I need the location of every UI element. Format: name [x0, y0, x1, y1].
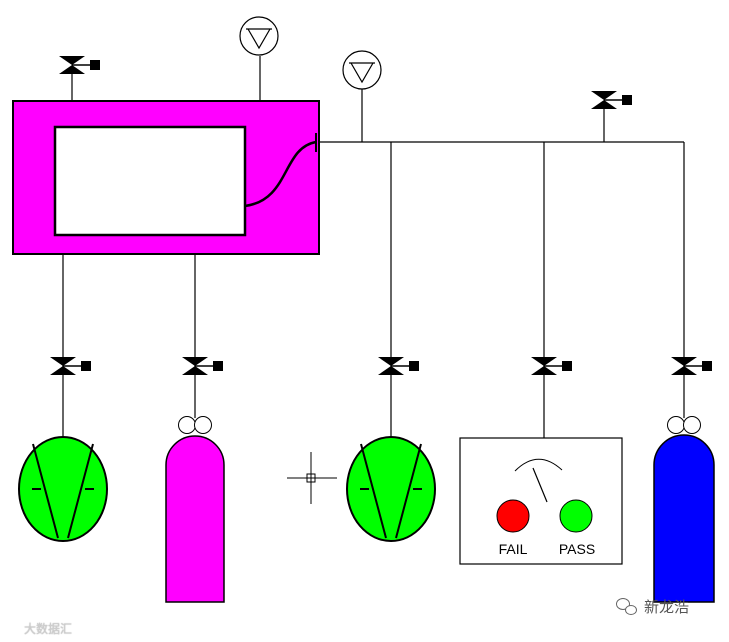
- valve-indicator[interactable]: [530, 356, 573, 376]
- watermark-right: 新龙浩: [616, 596, 689, 617]
- valve-vent[interactable]: [590, 90, 633, 110]
- watermark-right-text: 新龙浩: [644, 598, 690, 616]
- watermark-left-text: 大数据汇: [24, 622, 73, 636]
- valve-chamber-top[interactable]: [58, 55, 101, 75]
- valve-pump-left[interactable]: [49, 356, 92, 376]
- pressure-gauge-chamber: [239, 16, 279, 56]
- gas-cylinder-blue: [653, 416, 715, 603]
- fail-label: FAIL: [499, 541, 528, 557]
- sensor-hose: [244, 140, 317, 208]
- pass-lamp: [559, 499, 593, 533]
- vacuum-pump-right: [346, 436, 436, 542]
- wechat-icon: [616, 597, 638, 616]
- watermark-left: 大数据汇: [24, 620, 72, 637]
- valve-cylinder-magenta[interactable]: [181, 356, 224, 376]
- leak-test-indicator: FAIL PASS: [459, 437, 623, 565]
- pressure-gauge-manifold: [342, 50, 382, 90]
- vacuum-chamber: [12, 100, 320, 255]
- valve-pump-right[interactable]: [377, 356, 420, 376]
- vacuum-pump-left: [18, 436, 108, 542]
- test-part-window: [53, 125, 247, 237]
- valve-cylinder-blue[interactable]: [670, 356, 713, 376]
- gas-cylinder-magenta: [165, 416, 225, 603]
- indicator-meter-arc: [514, 458, 563, 472]
- crosshair-cursor-icon: [287, 452, 337, 504]
- fail-lamp: [496, 499, 530, 533]
- pass-label: PASS: [559, 541, 595, 557]
- indicator-needle: [532, 467, 548, 503]
